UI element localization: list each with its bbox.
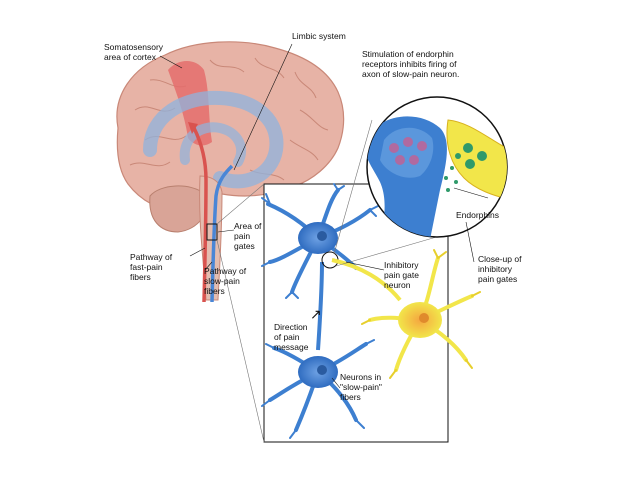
fast-pain-arrowhead xyxy=(188,122,198,134)
inhibitory-neuron xyxy=(331,249,481,379)
closeup-blue-inner xyxy=(380,127,434,178)
zoom-line-bottom xyxy=(216,239,265,443)
label-endorphins: Endorphins xyxy=(456,210,500,220)
closeup-line-2 xyxy=(335,235,441,267)
label-closeup: Close-up of inhibitory pain gates xyxy=(478,254,522,284)
brain-illustration xyxy=(116,41,345,303)
synapse-closeup xyxy=(366,96,508,238)
limbic-system xyxy=(143,90,284,189)
direction-arrow-icon: ↗ xyxy=(310,306,322,322)
fast-pain-pathway xyxy=(192,127,208,303)
label-inhibitory-neuron: Inhibitory pain gate neuron xyxy=(384,260,419,290)
slow-pain-neuron-upper xyxy=(261,183,379,299)
leader-lines xyxy=(159,43,489,389)
pain-gates-box xyxy=(206,223,218,241)
cerebellum xyxy=(149,185,208,233)
label-limbic-system: Limbic system xyxy=(292,31,346,41)
connecting-axon xyxy=(316,261,324,351)
slow-pain-pathway xyxy=(210,164,234,303)
label-stimulation: Stimulation of endorphin receptors inhib… xyxy=(362,49,460,79)
vesicles-blue xyxy=(389,137,427,165)
label-direction: Direction of pain message xyxy=(274,322,309,352)
label-pathway-slow: Pathway of slow-pain fibers xyxy=(204,266,247,296)
label-pathway-fast: Pathway of fast-pain fibers xyxy=(130,252,173,282)
zoom-line-top xyxy=(216,183,265,225)
vesicles-green xyxy=(444,143,487,192)
label-area-pain-gates: Area of pain gates xyxy=(234,221,262,251)
slow-pain-neuron-lower xyxy=(261,339,375,439)
closeup-line-1 xyxy=(333,119,373,255)
limbic-inner xyxy=(179,122,247,167)
label-somatosensory: Somatosensory area of cortex xyxy=(104,42,164,62)
neuron-panel xyxy=(216,119,481,443)
label-neurons-slow: Neurons in "slow-pain" fibers xyxy=(340,372,382,402)
